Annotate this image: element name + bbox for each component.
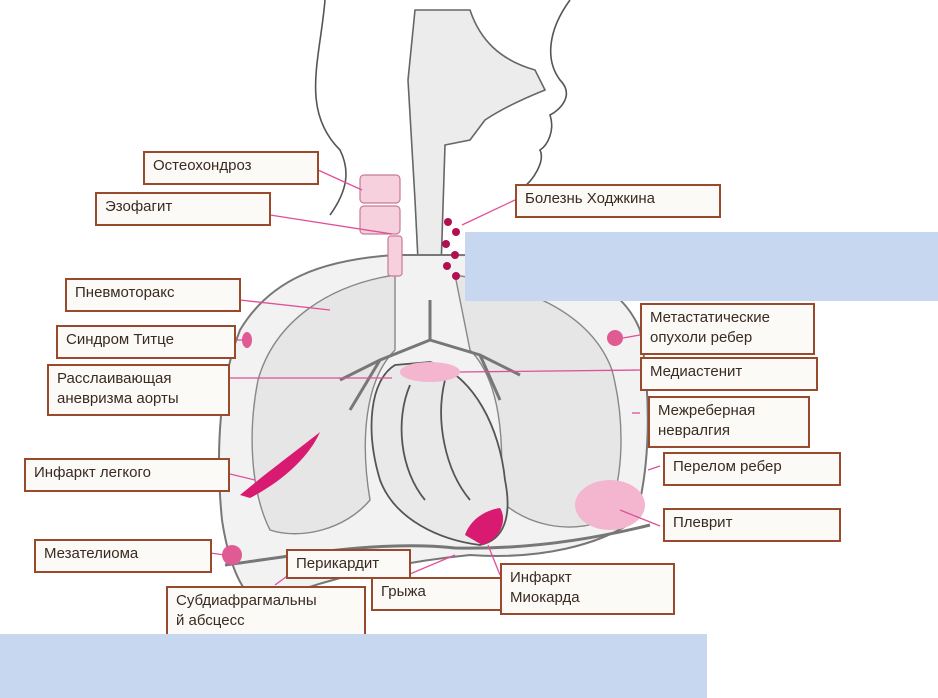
rib-metastasis-lesion: [607, 330, 623, 346]
label-hernia: Грыжа: [371, 577, 502, 611]
pleurisy-area: [575, 480, 645, 530]
label-osteochondrosis: Остеохондроз: [143, 151, 319, 185]
myocardial-infarct-lesion: [465, 508, 504, 545]
leader-lines: [209, 169, 661, 591]
label-lung-infarction: Инфаркт легкого: [24, 458, 230, 492]
label-pneumothorax: Пневмоторакс: [65, 278, 241, 312]
heart: [370, 361, 509, 546]
label-mesothelioma: Мезателиома: [34, 539, 212, 573]
mesothelioma-lesion: [222, 545, 242, 565]
tietze-lesion: [242, 332, 252, 348]
label-rib-fracture: Перелом ребер: [663, 452, 841, 486]
redaction-overlay-bottom: [0, 634, 707, 698]
lymph-nodes: [442, 218, 460, 280]
vertebrae: [359, 174, 403, 277]
lesions: [222, 330, 645, 565]
label-intercostal-neuralgia: Межреберная невралгия: [648, 396, 810, 448]
bronchial-tree: [339, 300, 521, 411]
mediastinitis-area: [400, 362, 460, 382]
label-rib-metastases: Метастатические опухоли ребер: [640, 303, 815, 355]
label-aortic-dissection: Расслаивающая аневризма аорты: [47, 364, 230, 416]
trachea-airway: [407, 9, 547, 301]
label-mediastinitis: Медиастенит: [640, 357, 818, 391]
label-hodgkin-disease: Болезнь Ходжкина: [515, 184, 721, 218]
lung-infarct-lesion: [240, 432, 320, 498]
label-myocardial-infarction: Инфаркт Миокарда: [500, 563, 675, 615]
redaction-overlay-top-right: [465, 232, 938, 301]
label-pericarditis: Перикардит: [286, 549, 411, 579]
label-pleurisy: Плеврит: [663, 508, 841, 542]
label-subdiaphragmatic-abscess: Субдиафрагмальны й абсцесс: [166, 586, 366, 638]
head-neck-outline: [314, 0, 571, 216]
label-tietze-syndrome: Синдром Титце: [56, 325, 236, 359]
label-esophagitis: Эзофагит: [95, 192, 271, 226]
